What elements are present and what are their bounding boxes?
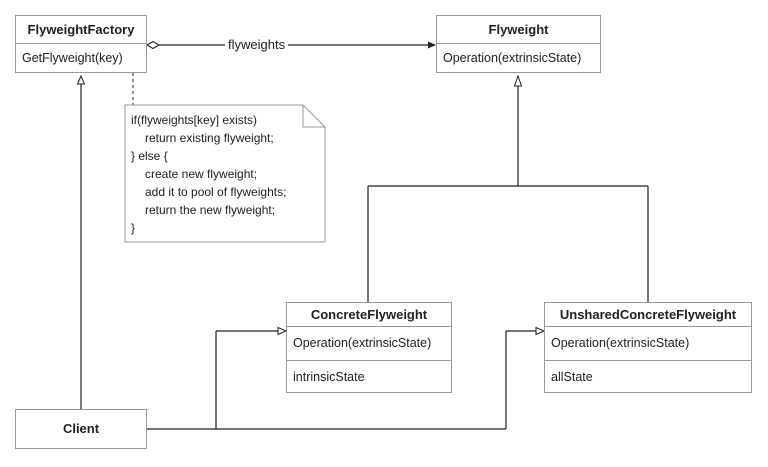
attribute-all-state: allState (551, 370, 593, 384)
aggregation-connector (145, 40, 436, 50)
note-line: } else { (131, 149, 168, 163)
attribute-intrinsic-state: intrinsicState (293, 370, 365, 384)
class-methods: GetFlyweight(key) (16, 43, 146, 72)
note-line: if(flyweights[key] exists) (131, 113, 258, 127)
class-name: Flyweight (488, 22, 549, 37)
association-arrowhead (428, 41, 436, 49)
concrete-flyweight-class: ConcreteFlyweight Operation(extrinsicSta… (286, 302, 452, 393)
note-line: create new flyweight; (145, 167, 258, 181)
method-operation: Operation(extrinsicState) (443, 51, 582, 65)
note-line: return existing flyweight; (145, 131, 274, 145)
client-to-factory-connector (76, 74, 86, 409)
flyweight-class: Flyweight Operation(extrinsicState) (436, 15, 601, 73)
method-get-flyweight: GetFlyweight(key) (22, 51, 123, 65)
class-methods: Operation(extrinsicState) (437, 43, 600, 72)
class-name: FlyweightFactory (27, 22, 135, 37)
note-shape (124, 104, 326, 243)
class-name: ConcreteFlyweight (310, 307, 428, 322)
unshared-concrete-flyweight-class: UnsharedConcreteFlyweight Operation(extr… (544, 302, 752, 393)
class-attributes: allState (545, 360, 751, 392)
note-line: } (131, 221, 136, 235)
flyweight-factory-class: FlyweightFactory GetFlyweight(key) (15, 15, 147, 73)
class-name: UnsharedConcreteFlyweight (559, 307, 737, 322)
generalization-connector (367, 74, 649, 302)
class-name: Client (62, 421, 100, 436)
aggregation-diamond (145, 40, 161, 50)
note-line: return the new flyweight; (145, 203, 276, 217)
method-operation: Operation(extrinsicState) (551, 336, 690, 350)
class-methods: Operation(extrinsicState) (545, 326, 751, 360)
client-class: Client (15, 409, 147, 449)
association-label: flyweights (225, 37, 289, 53)
note-line: add it to pool of flyweights; (145, 185, 287, 199)
method-operation: Operation(extrinsicState) (293, 336, 432, 350)
client-to-concrete-connector (147, 326, 546, 430)
class-methods: Operation(extrinsicState) (287, 326, 451, 360)
class-attributes: intrinsicState (287, 360, 451, 392)
